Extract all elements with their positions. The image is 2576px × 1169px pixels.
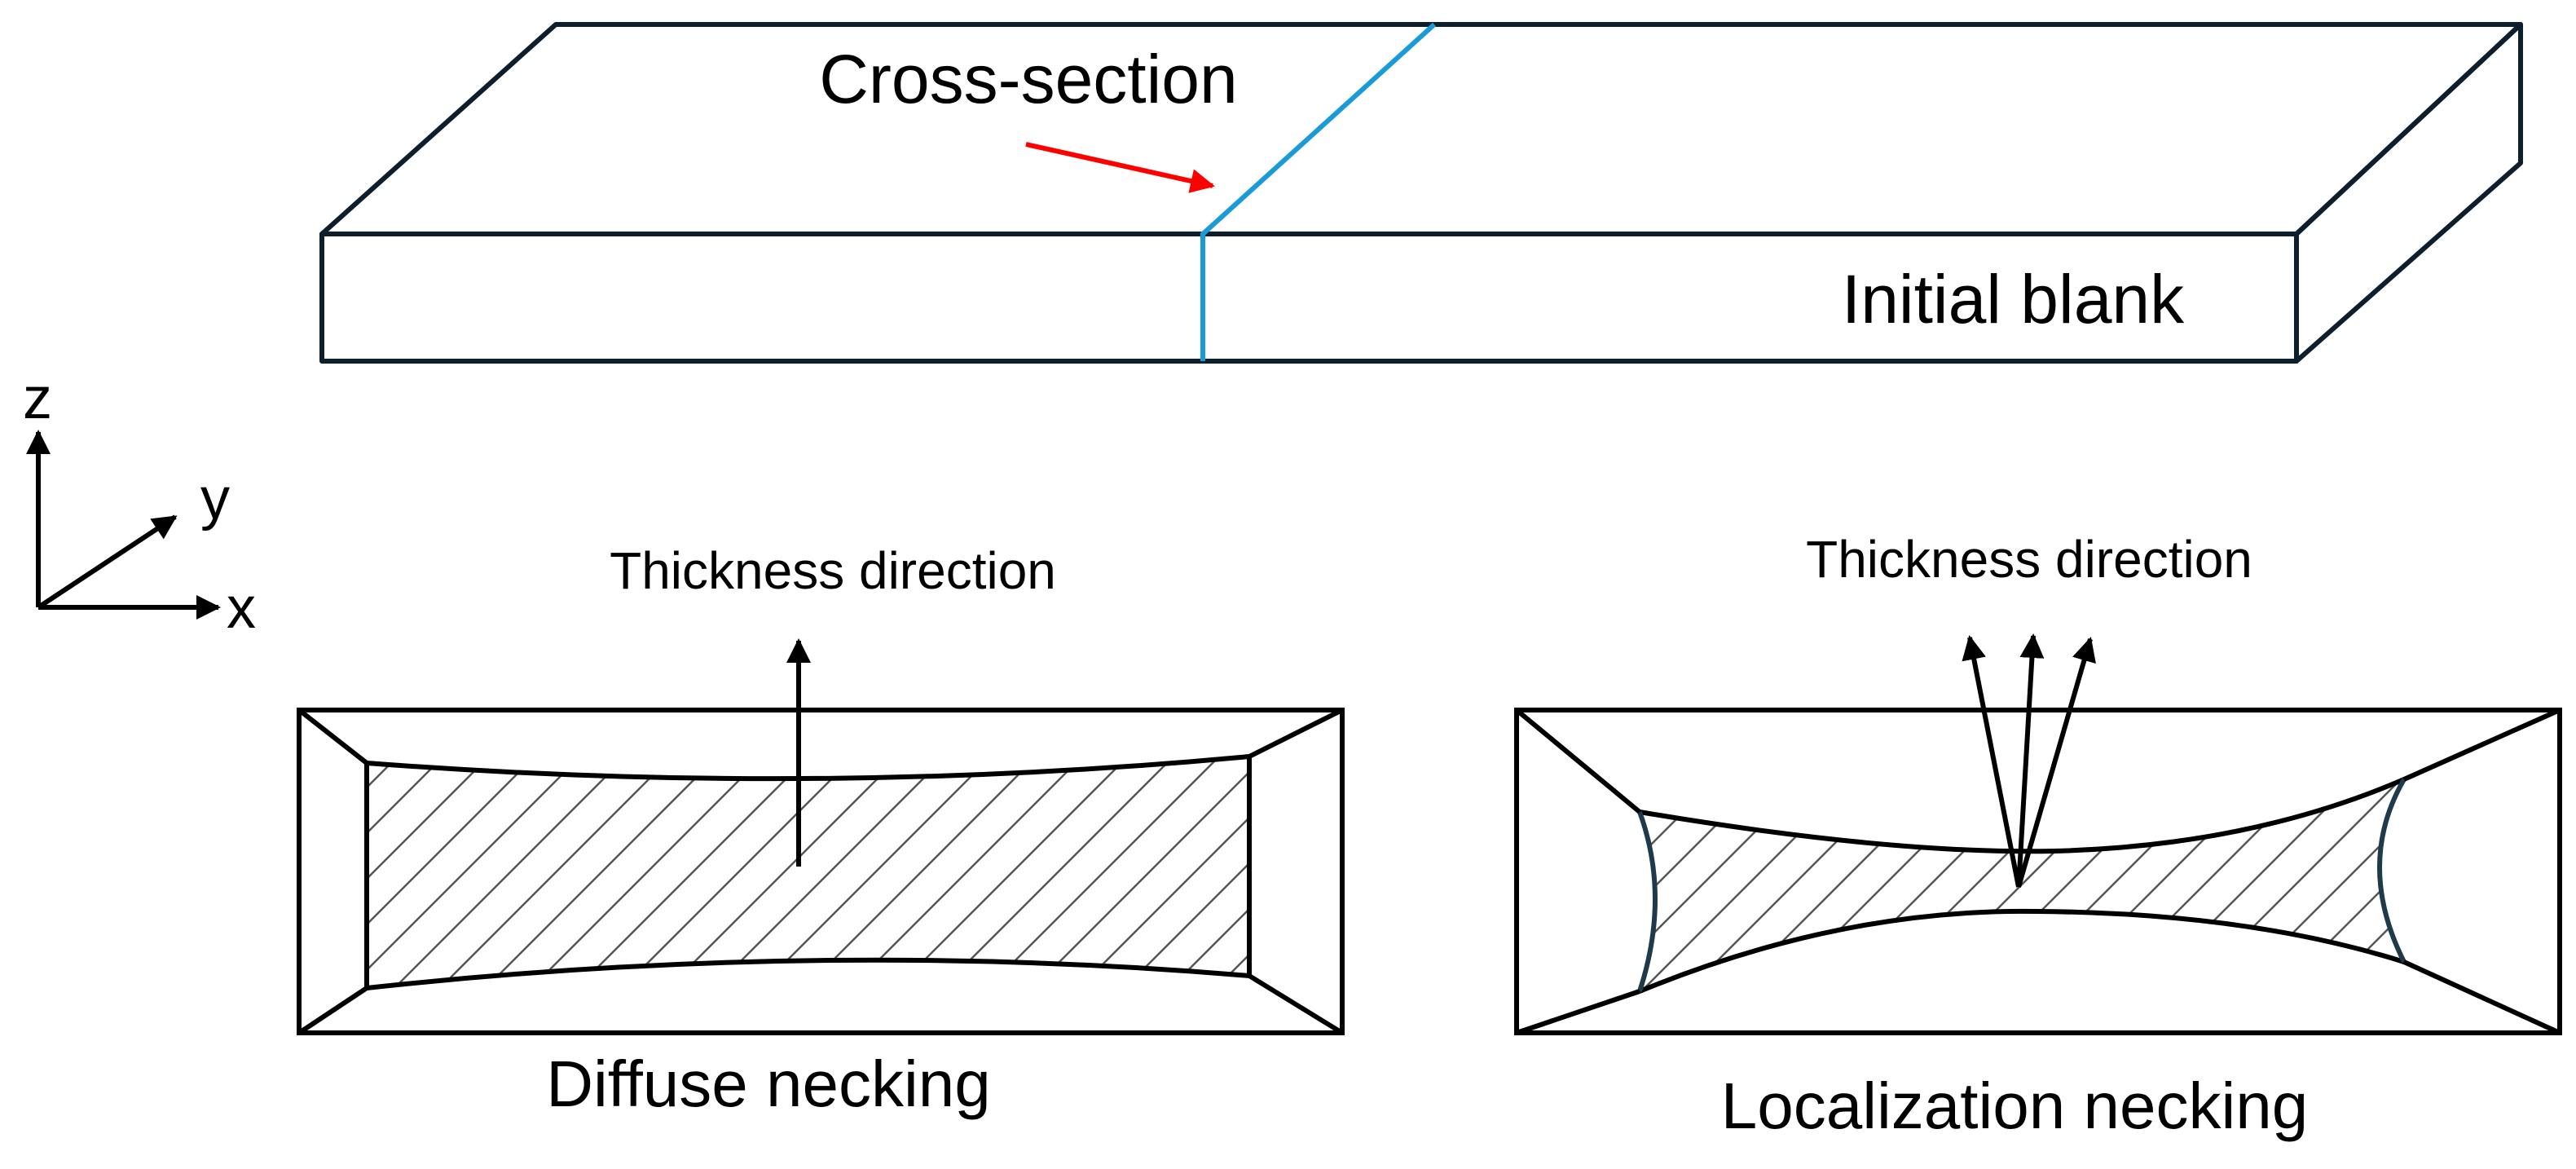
local-left-edge	[1637, 810, 1658, 992]
localization-necking-title: Localization necking	[1721, 1070, 2308, 1142]
diffuse-outer-frame	[297, 708, 1345, 1035]
z-axis-label: z	[23, 366, 52, 431]
local-right-edge	[2377, 778, 2406, 964]
hatch-lines	[1640, 779, 2404, 991]
local-outer-frame	[1514, 708, 2562, 1035]
y-axis-label: y	[200, 466, 230, 532]
blank-side-face	[2294, 22, 2523, 364]
diffuse-necking-section: Thickness direction Diffuse necking	[297, 541, 1345, 1120]
diffuse-thickness-label: Thickness direction	[610, 541, 1056, 600]
diffuse-necking-title: Diffuse necking	[546, 1048, 991, 1120]
y-axis-arrow	[37, 514, 178, 610]
local-hatching	[1640, 779, 2404, 991]
diffuse-hatching	[367, 757, 1249, 988]
cross-section-line	[1200, 22, 1437, 361]
local-thickness-label: Thickness direction	[1806, 530, 2252, 589]
initial-blank-label: Initial blank	[1842, 261, 2185, 337]
coordinate-axes	[26, 430, 221, 620]
local-bottom-edge	[1638, 908, 2405, 994]
blank-top-face	[319, 22, 2523, 236]
diffuse-top-edge	[366, 754, 1250, 782]
local-thickness-arrows	[1962, 633, 2096, 888]
x-axis-label: x	[227, 576, 256, 641]
diffuse-bottom-edge	[366, 957, 1250, 990]
localization-necking-section: Thickness direction Localization necking	[1514, 530, 2562, 1142]
cross-section-label: Cross-section	[819, 41, 1237, 117]
initial-blank	[319, 22, 2523, 364]
hatch-lines	[367, 757, 1249, 988]
local-top-edge	[1639, 777, 2406, 854]
cross-section-arrow	[1025, 142, 1215, 193]
diffuse-corner-bevels	[297, 708, 1344, 1035]
local-corner-bevels	[1515, 708, 2561, 1035]
